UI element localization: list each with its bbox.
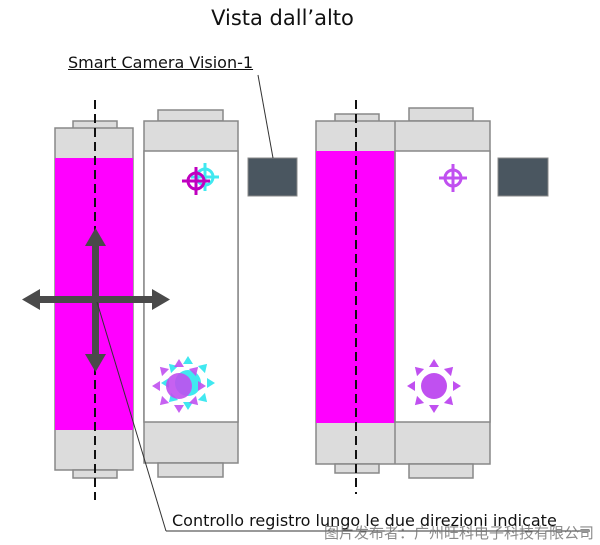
camera-leader-line: [257, 74, 274, 159]
diagram-title: Vista dall’alto: [211, 6, 354, 30]
camera-label: Smart Camera Vision-1: [68, 53, 254, 72]
bidirectional-arrow-icon: [22, 228, 170, 372]
camera-icon: [497, 157, 549, 197]
right-unit: [315, 100, 549, 494]
control-leader-line: [96, 301, 167, 532]
camera-icon: [247, 157, 298, 197]
roller-c: [315, 107, 491, 479]
left-unit: [22, 100, 298, 500]
watermark: 图片发布者：广州旺科电子科技有限公司: [323, 524, 594, 542]
control-label: Controllo registro lungo le due direzion…: [172, 511, 557, 530]
